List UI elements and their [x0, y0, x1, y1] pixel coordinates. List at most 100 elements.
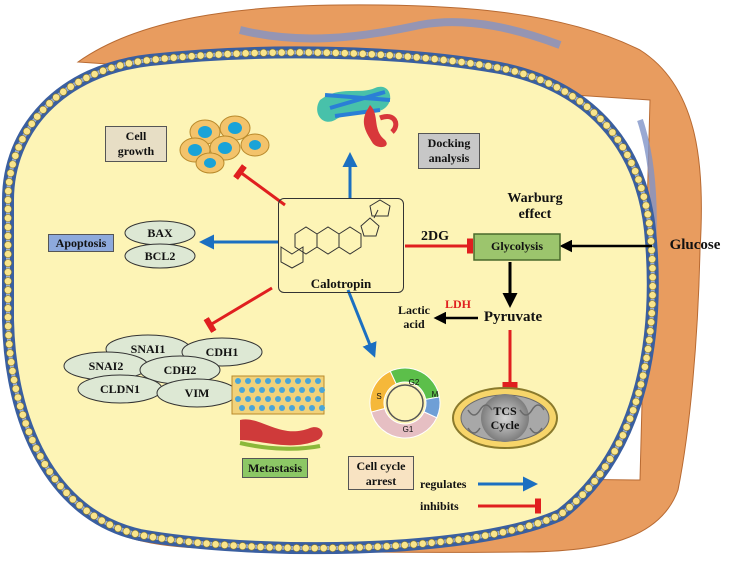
- membrane-bead: [68, 495, 77, 504]
- tumor-cell: [289, 387, 295, 393]
- membrane-bead: [601, 462, 610, 471]
- membrane-bead: [454, 535, 463, 544]
- membrane-bead: [542, 516, 551, 525]
- membrane-bead: [107, 64, 116, 72]
- membrane-bead: [475, 60, 484, 69]
- membrane-bead: [502, 65, 510, 74]
- tumor-cell: [289, 405, 295, 411]
- membrane-bead: [131, 529, 140, 538]
- membrane-bead: [223, 50, 232, 58]
- cycle-phase-m: M: [431, 390, 439, 399]
- cycle-inner-ring: [386, 384, 424, 422]
- membrane-bead: [250, 49, 259, 57]
- membrane-bead: [14, 393, 22, 402]
- membrane-bead: [256, 543, 265, 551]
- membrane-bead: [596, 114, 605, 123]
- membrane-bead: [622, 423, 631, 431]
- tumor-cell: [319, 387, 325, 393]
- tumor-cell: [255, 396, 261, 402]
- membrane-bead: [74, 78, 83, 86]
- tumor-cell: [275, 378, 281, 384]
- membrane-bead: [376, 50, 385, 59]
- cell-cycle-arrest-label: Cell cycle arrest: [348, 456, 414, 490]
- ldh-label: LDH: [444, 297, 471, 311]
- membrane-bead: [618, 143, 627, 152]
- membrane-bead: [608, 128, 617, 137]
- membrane-bead: [16, 402, 25, 411]
- membrane-bead: [457, 58, 466, 66]
- membrane-bead: [644, 345, 652, 353]
- membrane-bead: [160, 54, 169, 63]
- membrane-bead: [637, 184, 646, 192]
- membrane-bead: [623, 151, 632, 159]
- cycle-phase-g1: G1: [402, 425, 414, 434]
- membrane-bead: [647, 246, 656, 255]
- membrane-bead: [157, 534, 166, 543]
- membrane-bead: [220, 541, 229, 549]
- membrane-bead: [292, 544, 301, 552]
- tumor-cell: [305, 396, 311, 402]
- cycle-segment-s: [369, 370, 397, 413]
- tumor-cell: [249, 387, 255, 393]
- membrane-bead: [205, 51, 214, 59]
- membrane-bead: [265, 543, 274, 552]
- membrane-bead: [565, 503, 574, 512]
- membrane-bead: [62, 488, 71, 497]
- membrane-bead: [184, 537, 193, 546]
- membrane-bead: [27, 119, 36, 128]
- membrane-bead: [525, 521, 534, 530]
- tumor-cell: [309, 405, 315, 411]
- membrane-bead: [641, 362, 649, 371]
- membrane-bead: [268, 48, 277, 57]
- molecule-structure: [280, 199, 391, 269]
- membrane-beads: [4, 48, 657, 553]
- membrane-bead: [610, 447, 619, 456]
- mitochondrion-illustration: [452, 387, 558, 449]
- membrane-bead: [4, 223, 12, 231]
- tumor-cell: [295, 378, 301, 384]
- membrane-bead: [584, 484, 593, 492]
- membrane-bead: [286, 48, 295, 57]
- membrane-bead: [5, 178, 14, 186]
- pyruvate-label: Pyruvate: [483, 309, 543, 325]
- membrane-bead: [544, 79, 553, 88]
- membrane-bead: [322, 48, 331, 57]
- membrane-bead: [629, 406, 638, 415]
- membrane-bead: [382, 542, 391, 551]
- membrane-bead: [18, 410, 27, 419]
- membrane-bead: [4, 295, 12, 304]
- membrane-bead: [4, 322, 13, 331]
- membrane-bead: [647, 318, 656, 327]
- membrane-bead: [627, 159, 636, 167]
- membrane-bead: [310, 544, 319, 553]
- membrane-bead: [11, 151, 20, 160]
- membrane-bead: [52, 93, 61, 102]
- membrane-bead: [99, 66, 107, 75]
- membrane-bead: [472, 533, 481, 542]
- membrane-bead: [18, 135, 27, 144]
- membrane-bead: [466, 59, 475, 68]
- membrane-bead: [510, 67, 519, 76]
- tumor-cell: [285, 378, 291, 384]
- membrane-bead: [568, 92, 577, 101]
- tumor-cell: [315, 396, 321, 402]
- membrane-bead: [82, 73, 91, 82]
- membrane-bead: [619, 431, 627, 440]
- membrane-bead: [196, 51, 205, 60]
- membrane-bead: [202, 539, 211, 548]
- membrane-bead: [606, 455, 615, 463]
- tumor-cell: [259, 387, 265, 393]
- membrane-bead: [4, 232, 12, 240]
- snai1-label: SNAI1: [130, 342, 166, 356]
- membrane-bead: [82, 506, 91, 515]
- membrane-bead: [319, 544, 328, 553]
- tumor-cell: [309, 387, 315, 393]
- membrane-bead: [602, 121, 611, 130]
- membrane-bead: [28, 436, 37, 445]
- membrane-bead: [283, 543, 292, 552]
- membrane-bead: [14, 143, 23, 152]
- membrane-bead: [8, 367, 17, 375]
- membrane-bead: [4, 187, 13, 195]
